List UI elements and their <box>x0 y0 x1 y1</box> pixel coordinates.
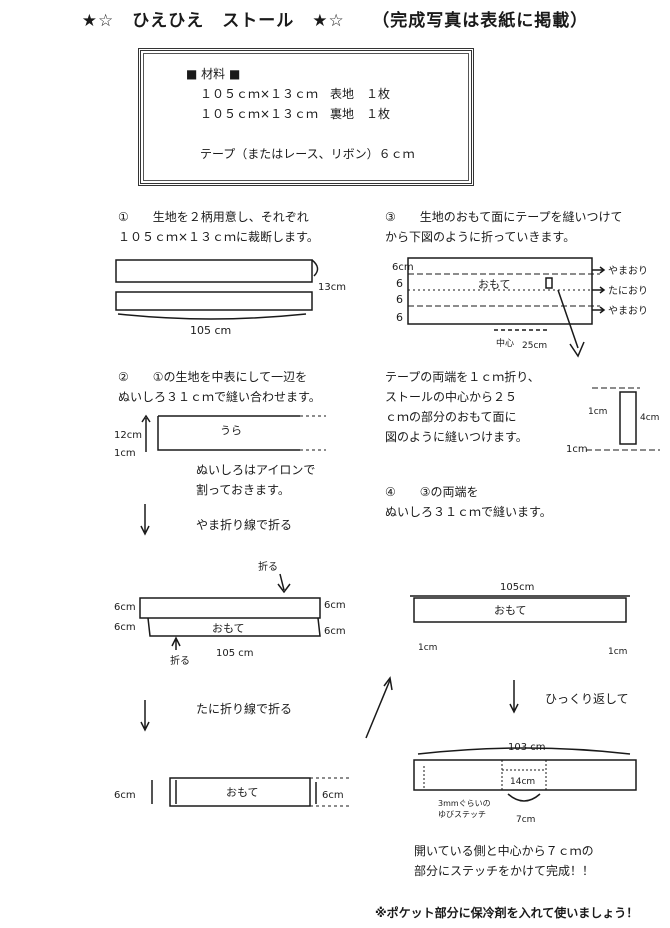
label-6cm-l1: 6cm <box>114 602 136 613</box>
diagram-tape: 1cm 4cm 1cm <box>566 387 660 455</box>
diagram-valley-folded: 6cm おもて 6cm <box>114 777 352 807</box>
arrow-down-diag <box>557 289 585 358</box>
label-omote-sewn: おもて <box>494 604 527 617</box>
arrow-diagonal <box>365 676 393 739</box>
step2-line-2: ぬいしろ３１ｃｍで縫い合わせます。 <box>118 390 321 404</box>
fabric-plain <box>115 291 313 311</box>
step1-line-1: ① 生地を２柄用意し、それぞれ <box>118 210 309 224</box>
arrow-right-2 <box>592 286 606 294</box>
label-omote-folded: おもて <box>212 622 245 635</box>
step2-note-2: 割っておきます。 <box>196 483 290 497</box>
diagram-sewn-ends: 105cm おもて 1cm 1cm <box>410 582 630 657</box>
fabric-seam <box>157 415 300 451</box>
step2-fold-valley: たに折り線で折る <box>196 702 293 716</box>
label-center: 中心 <box>496 337 514 349</box>
arrow-right-3 <box>592 306 606 314</box>
label-stitch-1: 3mmぐらいの <box>438 799 491 808</box>
diagram-fold-lines: 6cm 6 6 6 おもて やまおり たにおり やまおり 中心 25cm <box>392 257 648 358</box>
materials-box <box>138 48 474 186</box>
label-6cm-right: 6cm <box>322 790 344 801</box>
label-fold-bottom: 折る <box>170 654 190 667</box>
folded-plain <box>147 617 321 637</box>
strip-rect <box>413 597 627 623</box>
step4-finish-2: 部分にステッチをかけて完成！！ <box>414 864 595 878</box>
label-4cm: 4cm <box>640 413 659 423</box>
label-stitch-2: ゆびステッチ <box>438 810 486 819</box>
bracket-13 <box>311 259 319 277</box>
fabric-patterned <box>115 259 313 283</box>
label-1cm: 1cm <box>114 448 136 459</box>
label-mountain-1: やまおり <box>608 265 648 277</box>
step4-line-1: ④ ③の両端を <box>385 485 479 499</box>
arrow-down-2 <box>140 700 150 732</box>
step3-line-1: ③ 生地のおもて面にテープを縫いつけて <box>385 210 623 224</box>
label-7cm: 7cm <box>516 815 535 825</box>
materials-line-4: テープ（またはレース、リボン）６ｃｍ <box>200 147 415 161</box>
bracket-105 <box>117 313 307 320</box>
step3b-line-4: 図のように縫いつけます。 <box>385 430 528 444</box>
bracket-7 <box>507 793 541 802</box>
label-fold-top: 折る <box>258 560 278 573</box>
label-mountain-2: やまおり <box>608 305 648 317</box>
label-valley: たにおり <box>608 285 648 297</box>
label-6-b: 6 <box>396 277 403 290</box>
arrow-down-right <box>509 680 519 714</box>
label-14cm: 14cm <box>510 777 535 787</box>
tape-mark <box>545 277 553 289</box>
step3b-line-1: テープの両端を１ｃｍ折り、 <box>385 370 540 384</box>
label-omote-valley: おもて <box>226 786 259 799</box>
step3b-line-3: ｃｍの部分のおもて面に <box>385 410 517 424</box>
label-6cm: 6cm <box>392 262 414 273</box>
tape-rect <box>619 391 637 445</box>
step4-line-2: ぬいしろ３１ｃｍで縫います。 <box>385 505 552 519</box>
arrow-down-1 <box>140 504 150 536</box>
bracket-103 <box>417 747 631 755</box>
label-1cm-right: 1cm <box>608 647 627 657</box>
label-6-d: 6 <box>396 311 403 324</box>
label-6-c: 6 <box>396 293 403 306</box>
arrow-12 <box>141 414 151 452</box>
fabric-panel <box>407 257 593 325</box>
arrow-fold-bottom <box>171 636 181 650</box>
folded-patterned <box>139 597 321 619</box>
label-6cm-l2: 6cm <box>114 622 136 633</box>
label-103cm: 103 cm <box>508 742 546 753</box>
step3-line-2: から下図のように折っていきます。 <box>385 230 576 244</box>
step4-finish-1: 開いている側と中心から７ｃｍの <box>414 844 594 858</box>
diagram-seam: 12cm 1cm うら <box>114 414 326 459</box>
label-6cm-left: 6cm <box>114 790 136 801</box>
step2-line-1: ② ①の生地を中表にして一辺を <box>118 370 308 384</box>
label-13cm: 13cm <box>318 282 346 293</box>
final-strip <box>413 759 637 791</box>
step2-fold-mountain: やま折り線で折る <box>196 518 293 532</box>
label-ura: うら <box>220 424 242 437</box>
label-1cm-left: 1cm <box>418 643 437 653</box>
step3b-line-2: ストールの中心から２５ <box>385 390 518 404</box>
label-12cm: 12cm <box>114 430 142 441</box>
label-105cm-folded: 105 cm <box>216 648 254 659</box>
page-title: ★☆ ひえひえ ストール ★☆ （完成写真は表紙に掲載） <box>81 11 589 31</box>
strip-folded <box>169 777 311 807</box>
label-6cm-r2: 6cm <box>324 626 346 637</box>
materials-line-1: １０５ｃｍ×１３ｃｍ 表地 １枚 <box>200 87 391 101</box>
label-1cm-bottom: 1cm <box>566 444 588 455</box>
diagram-final: 103 cm 14cm 3mmぐらいの ゆびステッチ 7cm <box>413 742 637 825</box>
diagram-folded: おもて 6cm 6cm 6cm 6cm 折る 折る 105 cm <box>114 560 346 667</box>
label-105cm-top: 105cm <box>500 582 534 593</box>
label-105cm: 105 cm <box>190 324 231 337</box>
arrow-right-1 <box>592 266 606 274</box>
label-6cm-r1: 6cm <box>324 600 346 611</box>
step1-line-2: １０５ｃｍ×１３ｃｍに裁断します。 <box>118 230 319 244</box>
arrow-fold-top <box>277 573 291 594</box>
label-1cm-tape: 1cm <box>588 407 607 417</box>
footer-note: ※ポケット部分に保冷剤を入れて使いましょう！ <box>375 906 639 920</box>
diagram-cut-fabric: 13cm 105 cm <box>115 259 346 337</box>
label-omote: おもて <box>478 278 511 291</box>
materials-line-2: １０５ｃｍ×１３ｃｍ 裏地 １枚 <box>200 107 391 121</box>
step2-note-1: ぬいしろはアイロンで <box>196 463 316 477</box>
step4-flip: ひっくり返して <box>545 692 629 706</box>
label-25cm: 25cm <box>522 341 547 351</box>
materials-heading: ■ 材料 ■ <box>186 67 241 81</box>
